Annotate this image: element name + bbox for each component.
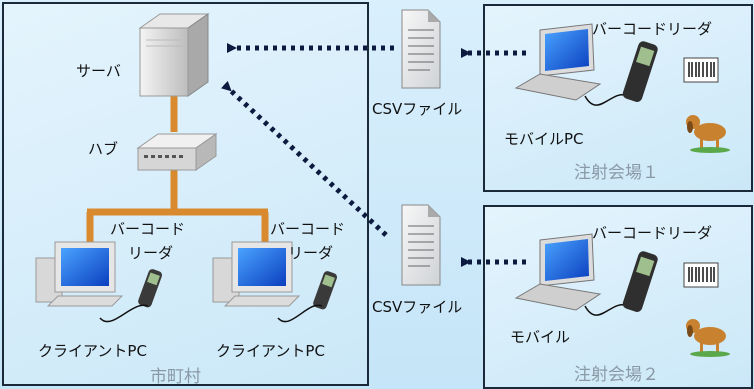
data-flow-arrows: [220, 43, 526, 267]
venue-2-reader-label: バーコードリーダ: [592, 224, 713, 242]
csv-file-1-label: CSVファイル: [372, 100, 463, 118]
hub-label: ハブ: [88, 140, 119, 158]
client-pc-2-icon: [212, 241, 301, 307]
server-icon: [138, 13, 210, 97]
barcode-card-2-icon: [683, 262, 719, 288]
hub-icon: [136, 133, 218, 171]
dog-2-icon: [686, 319, 730, 357]
barcode-reader-venue-2-icon: [622, 251, 658, 312]
csv-file-2-label: CSVファイル: [372, 298, 463, 316]
barcode-reader-client-2-icon: [313, 271, 338, 310]
client-pc-1-icon: [35, 241, 124, 307]
barcode-reader-client-1-icon: [138, 269, 163, 308]
client-pc-2-label: クライアントPC: [216, 342, 325, 360]
client-1-reader-label-line1: バーコード: [110, 220, 186, 238]
barcode-card-1-icon: [683, 57, 719, 83]
client-1-reader-label-line2: リーダ: [128, 244, 174, 262]
venue-2-pc-label: モバイル: [510, 328, 571, 346]
venue-1-pc-label: モバイルPC: [504, 130, 584, 148]
venue-2-label: 注射会場２: [574, 365, 659, 385]
client-2-reader-label-line1: バーコード: [270, 220, 346, 238]
venue-1-label: 注射会場１: [574, 163, 659, 183]
mobile-pc-1-icon: [514, 23, 602, 101]
municipality-label: 市町村: [150, 367, 201, 387]
venue-1-reader-label: バーコードリーダ: [592, 20, 713, 38]
csv-file-1-icon: [401, 9, 441, 89]
mobile-pc-2-icon: [514, 233, 602, 311]
client-2-reader-label-line2: リーダ: [288, 244, 334, 262]
venue-1-panel: [483, 4, 753, 192]
client-pc-1-label: クライアントPC: [38, 342, 147, 360]
server-label: サーバ: [76, 62, 121, 80]
network-cables: [86, 92, 269, 245]
csv-file-2-icon: [401, 204, 441, 286]
dog-1-icon: [686, 115, 730, 153]
barcode-reader-venue-1-icon: [622, 41, 658, 102]
